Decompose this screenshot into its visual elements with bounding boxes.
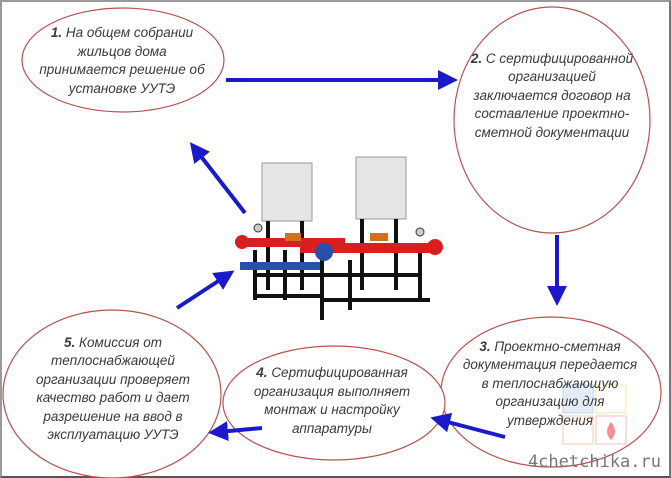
utility-icons-logo xyxy=(562,384,627,445)
heat-meter-equipment-image xyxy=(235,156,443,320)
step-2-text: 2. С сертифицированной организацией закл… xyxy=(470,50,634,140)
step-2-ellipse xyxy=(453,6,651,234)
watermark: 4chetchika.ru xyxy=(527,452,661,472)
step-1-text: 1. На общем собрании жильцов дома приним… xyxy=(39,25,205,96)
arrow-step3-to-step4 xyxy=(430,412,506,439)
arrow-step5-to-equipment xyxy=(175,270,235,310)
step-4-text: 4. Сертифицированная организация выполня… xyxy=(253,365,411,436)
arrow-step4-to-step5 xyxy=(208,421,263,442)
arrow-equipment-to-step1 xyxy=(189,142,247,215)
step-5-text: 5. Комиссия от теплоснабжающей организац… xyxy=(36,334,190,443)
step-5-ellipse xyxy=(2,309,222,478)
step-3-text: 3. Проектно-сметная документация передае… xyxy=(462,338,638,428)
step-4-ellipse xyxy=(222,345,446,461)
step-1-ellipse xyxy=(21,7,225,113)
